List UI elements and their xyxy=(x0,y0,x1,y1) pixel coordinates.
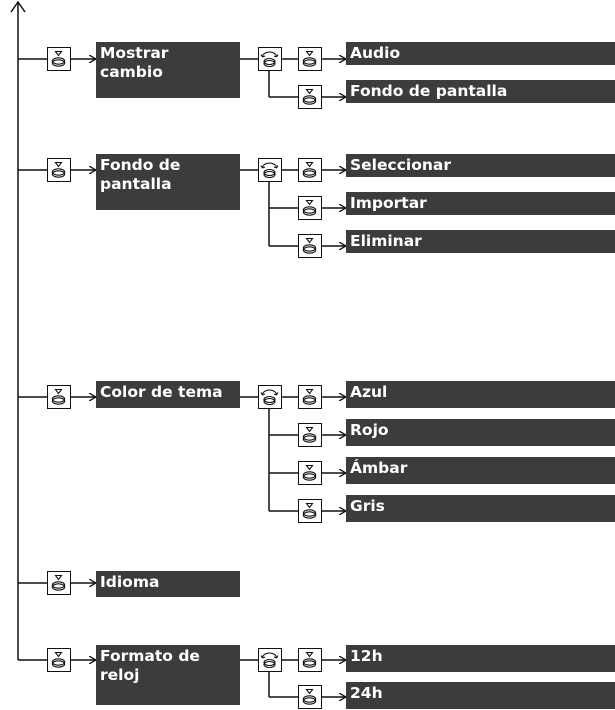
menu-item-formato-de-reloj: Formato de reloj xyxy=(96,645,240,705)
option-importar: Importar xyxy=(346,192,615,215)
press-selector-icon xyxy=(298,196,322,220)
option-seleccionar: Seleccionar xyxy=(346,154,615,177)
press-selector-icon xyxy=(47,385,71,409)
option-24h: 24h xyxy=(346,682,615,709)
press-selector-icon xyxy=(47,571,71,595)
press-selector-icon xyxy=(298,423,322,447)
press-selector-icon xyxy=(298,234,322,258)
press-selector-icon xyxy=(47,158,71,182)
press-selector-icon xyxy=(47,47,71,71)
press-selector-icon xyxy=(47,648,71,672)
option-ambar: Ámbar xyxy=(346,457,615,484)
option-rojo: Rojo xyxy=(346,419,615,446)
option-12h: 12h xyxy=(346,645,615,672)
press-selector-icon xyxy=(298,648,322,672)
rotate-selector-icon xyxy=(258,385,282,409)
rotate-selector-icon xyxy=(258,47,282,71)
option-eliminar: Eliminar xyxy=(346,230,615,253)
press-selector-icon xyxy=(298,385,322,409)
option-fondo-de-pantalla: Fondo de pantalla xyxy=(346,80,615,103)
menu-item-color-de-tema: Color de tema xyxy=(96,381,240,408)
rotate-selector-icon xyxy=(258,158,282,182)
option-azul: Azul xyxy=(346,381,615,408)
press-selector-icon xyxy=(298,85,322,109)
press-selector-icon xyxy=(298,499,322,523)
menu-item-fondo-de-pantalla: Fondo de pantalla xyxy=(96,154,240,210)
menu-item-mostrar-cambio: Mostrar cambio xyxy=(96,42,240,98)
press-selector-icon xyxy=(298,47,322,71)
option-gris: Gris xyxy=(346,495,615,522)
press-selector-icon xyxy=(298,685,322,709)
option-audio: Audio xyxy=(346,42,615,65)
rotate-selector-icon xyxy=(258,648,282,672)
press-selector-icon xyxy=(298,461,322,485)
menu-item-idioma: Idioma xyxy=(96,571,240,597)
press-selector-icon xyxy=(298,158,322,182)
